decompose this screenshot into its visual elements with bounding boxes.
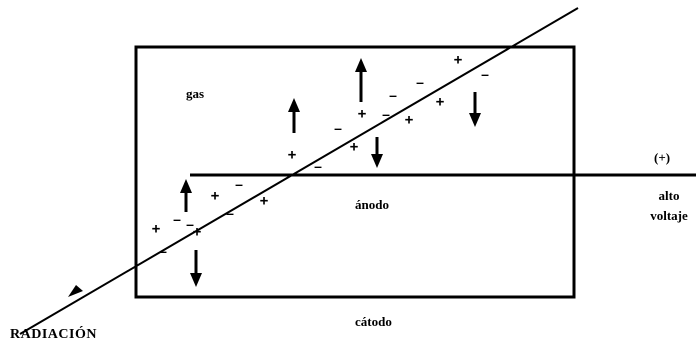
- gas-label: gas: [186, 86, 205, 101]
- negative-charge: –: [314, 158, 322, 174]
- negative-charge: –: [416, 74, 424, 90]
- drift-arrow-up: [288, 98, 300, 133]
- positive-charge: +: [287, 146, 297, 164]
- positive-charge: +: [357, 105, 367, 123]
- chamber-cathode-box: [134, 45, 576, 299]
- positive-charge: +: [192, 223, 202, 241]
- positive-terminal-label: (+): [654, 150, 671, 165]
- drift-arrow-down: [469, 92, 481, 127]
- radiation-label: RADIACIÓN: [10, 327, 97, 342]
- high-voltage-label: alto voltaje: [650, 188, 688, 223]
- positive-charge: +: [453, 51, 463, 69]
- negative-charge: –: [159, 243, 167, 259]
- negative-charge: –: [382, 106, 390, 122]
- anode-label: ánodo: [355, 197, 389, 212]
- negative-charge: –: [173, 211, 181, 227]
- positive-charge: +: [210, 187, 220, 205]
- negative-charge: –: [389, 87, 397, 103]
- positive-charge: +: [259, 192, 269, 210]
- negative-charge: –: [235, 176, 243, 192]
- negative-charge: –: [186, 216, 194, 232]
- positive-charge: +: [349, 138, 359, 156]
- positive-charge: +: [151, 220, 161, 238]
- negative-charge: –: [334, 120, 342, 136]
- negative-charge: –: [481, 66, 489, 82]
- cathode-label: cátodo: [355, 314, 392, 329]
- positive-charge: +: [435, 93, 445, 111]
- radiation-path: [19, 7, 579, 335]
- negative-charge: –: [226, 205, 234, 221]
- radiation-arrowhead: [68, 285, 83, 297]
- drift-arrow-up: [180, 179, 192, 212]
- drift-arrow-down: [190, 250, 202, 287]
- positive-charge: +: [404, 111, 414, 129]
- drift-arrow-up: [355, 58, 367, 102]
- drift-arrow-down: [371, 137, 383, 168]
